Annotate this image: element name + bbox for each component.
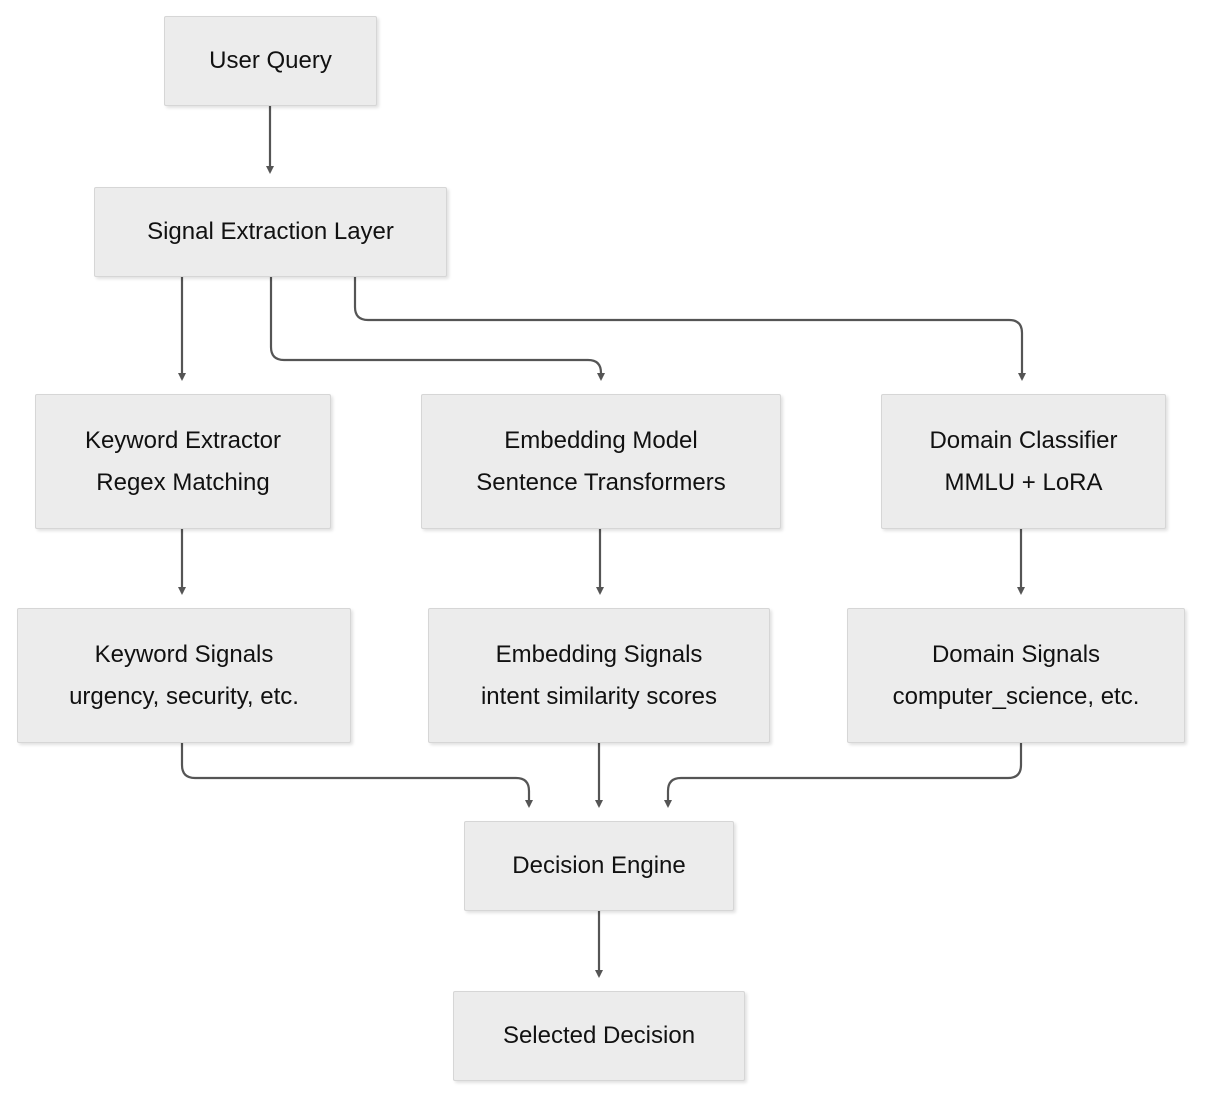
node-selected-decision[interactable]: Selected Decision xyxy=(453,991,745,1081)
node-embedding-model[interactable]: Embedding Model Sentence Transformers xyxy=(421,394,781,529)
node-keyword-signals-line-1: Keyword Signals xyxy=(94,641,274,669)
node-user-query-line-1: User Query xyxy=(209,47,332,75)
node-keyword-signals-line-2: urgency, security, etc. xyxy=(69,682,299,710)
node-domain-signals[interactable]: Domain Signals computer_science, etc. xyxy=(847,608,1185,743)
node-domain-classifier-line-2: MMLU + LoRA xyxy=(944,468,1103,496)
node-decision-engine-line-1: Decision Engine xyxy=(512,852,686,880)
edge-signal-extraction-layer-to-embedding-model xyxy=(269,277,605,381)
node-decision-engine[interactable]: Decision Engine xyxy=(464,821,734,911)
edge-signal-extraction-layer-to-domain-classifier xyxy=(353,277,1026,381)
node-embedding-signals-line-2: intent similarity scores xyxy=(480,682,718,710)
node-embedding-signals[interactable]: Embedding Signals intent similarity scor… xyxy=(428,608,770,743)
edge-keyword-signals-to-decision-engine xyxy=(180,743,533,808)
node-domain-classifier-line-1: Domain Classifier xyxy=(929,427,1118,455)
node-keyword-extractor-line-2: Regex Matching xyxy=(96,468,270,496)
node-user-query[interactable]: User Query xyxy=(164,16,377,106)
node-keyword-signals[interactable]: Keyword Signals urgency, security, etc. xyxy=(17,608,351,743)
node-embedding-signals-line-1: Embedding Signals xyxy=(495,641,703,669)
node-embedding-model-line-1: Embedding Model xyxy=(504,427,698,455)
node-domain-signals-line-1: Domain Signals xyxy=(931,641,1101,669)
node-signal-extraction-layer[interactable]: Signal Extraction Layer xyxy=(94,187,447,277)
node-keyword-extractor[interactable]: Keyword Extractor Regex Matching xyxy=(35,394,331,529)
edge-domain-signals-to-decision-engine xyxy=(664,743,1023,808)
node-selected-decision-line-1: Selected Decision xyxy=(502,1022,696,1050)
node-domain-signals-line-2: computer_science, etc. xyxy=(892,682,1140,710)
node-signal-extraction-layer-line-1: Signal Extraction Layer xyxy=(147,218,394,246)
node-embedding-model-line-2: Sentence Transformers xyxy=(476,468,726,496)
node-keyword-extractor-line-1: Keyword Extractor xyxy=(84,427,282,455)
node-domain-classifier[interactable]: Domain Classifier MMLU + LoRA xyxy=(881,394,1166,529)
